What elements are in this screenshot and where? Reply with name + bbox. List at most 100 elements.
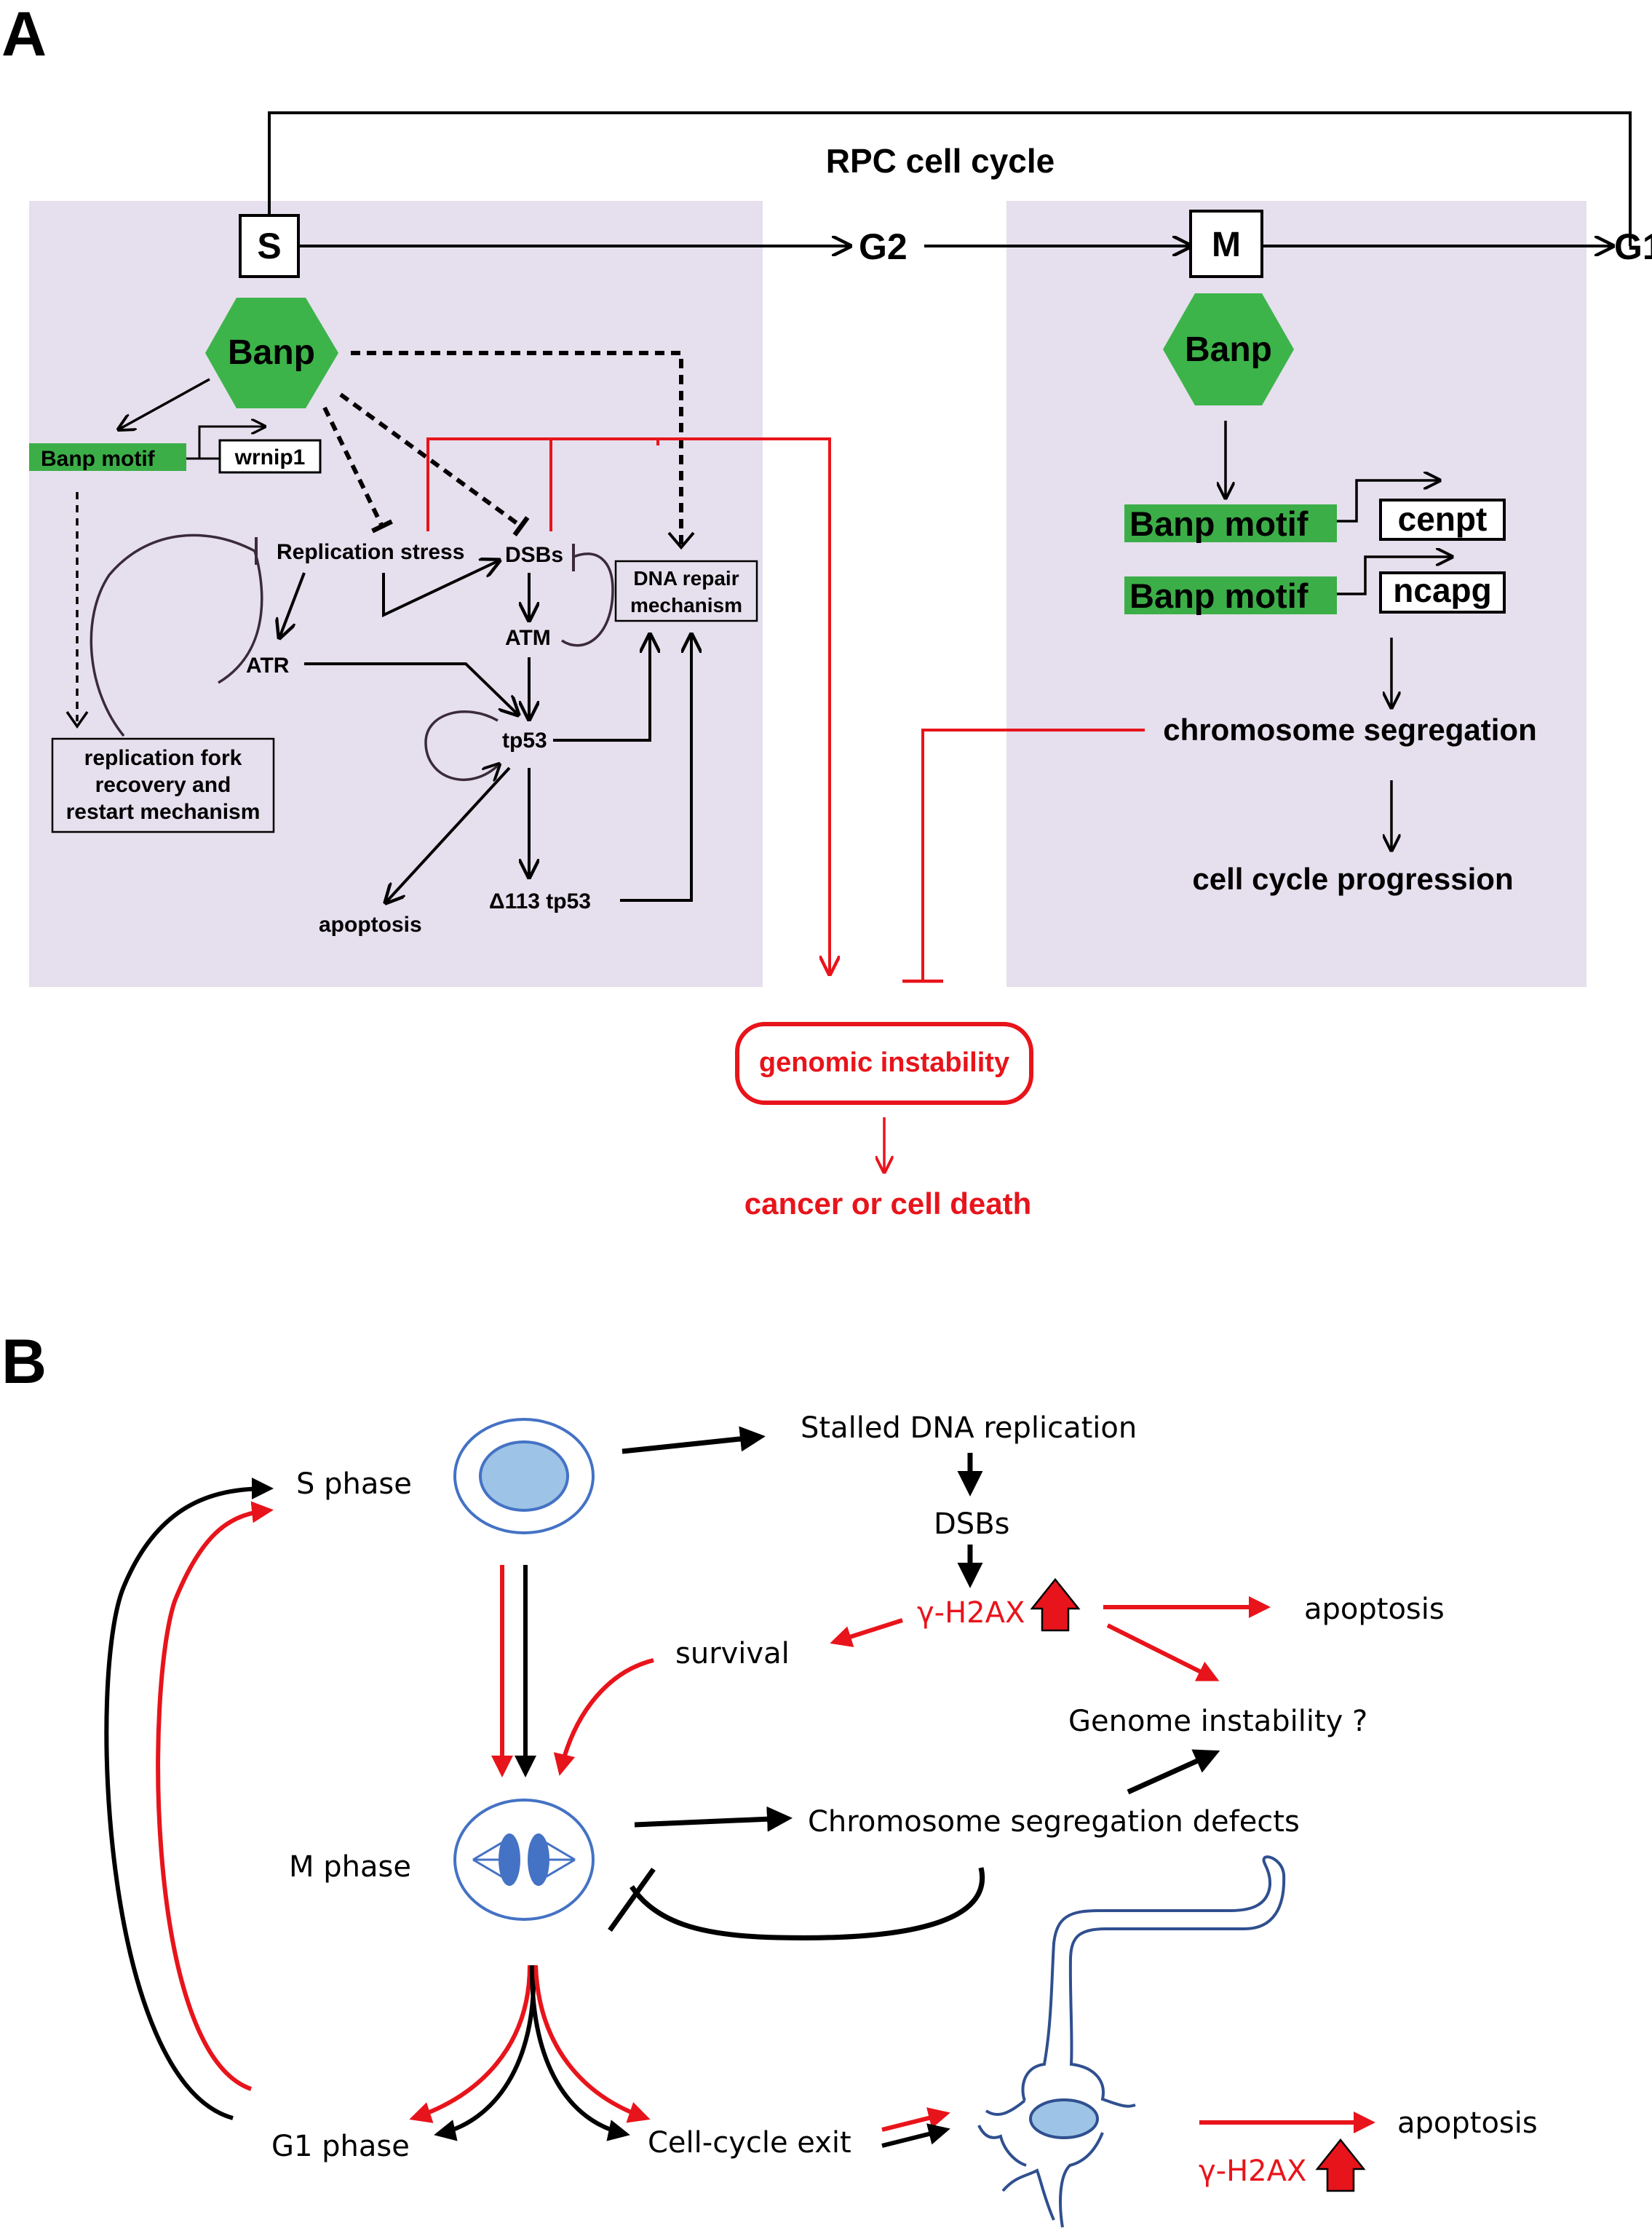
spindle-icon — [472, 1833, 576, 1886]
red-bracket-line — [426, 437, 830, 974]
segregation-inhibits-instability — [921, 729, 1145, 981]
cycle-loop-line — [268, 111, 1632, 246]
g1-to-s-black-arrow — [104, 1478, 274, 2120]
cell-cycle-exit-label: Cell-cycle exit — [648, 2126, 851, 2160]
survival-label: survival — [675, 1637, 790, 1670]
exit-to-neuron-black-arrow — [881, 2123, 950, 2148]
dna-repair-arrowhead — [667, 531, 695, 550]
tp53-label: tp53 — [502, 729, 547, 753]
banp-motif-left — [29, 443, 186, 471]
cenpt-promoter-arrow — [1337, 480, 1439, 523]
atr-label: ATR — [246, 654, 290, 678]
genome-instability-label: Genome instability ? — [1068, 1705, 1367, 1738]
gh2ax-to-instability-arrow — [1106, 1623, 1220, 1681]
m-to-g1-black-arrow — [434, 1965, 536, 2141]
banp-label-left: Banp — [228, 333, 315, 372]
g1-phase-label: G1 — [1614, 226, 1652, 267]
m-to-exit-red-arrow — [533, 1965, 651, 2123]
dna-repair-label-1: DNA repair — [633, 567, 739, 590]
s-phase-node — [239, 214, 300, 278]
m-phase-label: M — [1212, 226, 1241, 264]
wrnip1-gene-box — [218, 439, 322, 474]
g2-phase-label: G2 — [859, 226, 908, 267]
fork-recovery-label-3: restart mechanism — [66, 800, 261, 824]
gh2ax-to-survival-arrow — [830, 1618, 903, 1647]
dna-repair-label-2: mechanism — [630, 594, 742, 617]
s-to-stalled-arrow — [622, 1426, 766, 1454]
genomic-instability-box — [735, 1022, 1033, 1105]
panel-a-label: A — [1, 0, 47, 69]
dna-repair-box — [614, 560, 758, 622]
m-phase-cell — [453, 1799, 595, 1921]
fork-recovery-box — [51, 737, 275, 833]
banp-motif-right-1-label: Banp motif — [1129, 504, 1309, 543]
gamma-h2ax-up-arrow-icon — [1030, 1577, 1081, 1632]
wrnip1-promoter-arrow — [198, 427, 265, 459]
segregation-inhibits-m-curve — [630, 1867, 985, 1940]
cenpt-gene-box — [1379, 499, 1506, 541]
delta113-tp53-label: Δ113 tp53 — [489, 889, 591, 913]
fork-recovery-label-2: recovery and — [95, 773, 231, 797]
apoptosis-label-a: apoptosis — [319, 913, 422, 937]
cycle-title: RPC cell cycle — [826, 142, 1055, 180]
banp-hexagon-left — [205, 298, 338, 408]
stalled-replication-label: Stalled DNA replication — [801, 1411, 1137, 1445]
delta113-to-dna-repair-arrow — [620, 635, 691, 902]
tp53-self-loop — [424, 710, 499, 780]
genomic-instability-label: genomic instability — [759, 1047, 1009, 1078]
tp53-to-dna-repair-arrow — [553, 635, 650, 742]
fork-recovery-arrowhead — [65, 710, 89, 729]
m-to-g1-red-arrow — [409, 1965, 532, 2123]
ncapg-gene-box — [1379, 571, 1506, 614]
cell-cycle-progression-label: cell cycle progression — [1192, 862, 1513, 896]
banp-hexagon-right — [1163, 293, 1294, 405]
atr-to-tp53-arrow — [304, 662, 518, 715]
rs-to-dsbs-arrow — [382, 560, 499, 618]
banp-motif-right-1 — [1124, 504, 1337, 542]
apoptosis-bottom-label: apoptosis — [1397, 2106, 1538, 2140]
banp-inhibits-dsbs — [339, 392, 530, 537]
exit-to-neuron-red-arrow — [881, 2107, 950, 2132]
dsbs-label-b: DSBs — [934, 1507, 1009, 1541]
banp-motif-right-2-label: Banp motif — [1129, 576, 1309, 615]
dna-repair-inhibit-dsbs-loop — [561, 552, 614, 647]
atm-label: ATM — [505, 626, 551, 650]
neuron-icon — [977, 1855, 1286, 2228]
cenpt-gene-label: cenpt — [1398, 500, 1488, 538]
m-to-exit-black-arrow — [529, 1965, 630, 2141]
banp-to-motif-arrow — [119, 378, 210, 429]
m-to-segregation-arrow — [634, 1806, 793, 1832]
replication-stress-label: Replication stress — [277, 540, 464, 564]
ncapg-promoter-arrow — [1337, 557, 1452, 595]
fork-recovery-label-1: replication fork — [84, 746, 242, 770]
s-phase-nucleus-icon — [479, 1440, 569, 1512]
fork-recovery-inhibit-loop — [90, 534, 263, 737]
gamma-h2ax-bottom-up-arrow-icon — [1315, 2138, 1366, 2192]
s-phase-label: S — [257, 226, 281, 266]
segregation-to-instability-arrow — [1127, 1749, 1220, 1795]
g1-phase-label-b: G1 phase — [271, 2130, 410, 2163]
gamma-h2ax-label: γ-H2AX — [917, 1596, 1025, 1630]
cancer-or-death-label: cancer or cell death — [744, 1186, 1032, 1221]
segregation-inhibit-bar-b — [608, 1867, 656, 1932]
dsbs-label-a: DSBs — [505, 543, 563, 567]
segregation-defects-label: Chromosome segregation defects — [808, 1805, 1300, 1839]
survival-to-m-arrow — [553, 1658, 654, 1776]
tp53-to-apoptosis-arrow — [386, 766, 511, 903]
panel-b-label: B — [1, 1327, 47, 1397]
s-phase-label-b: S phase — [296, 1467, 412, 1501]
wrnip1-gene-label: wrnip1 — [234, 445, 306, 469]
banp-motif-right-2 — [1124, 576, 1337, 614]
banp-motif-left-label: Banp motif — [41, 447, 156, 471]
gamma-h2ax-bottom-label: γ-H2AX — [1199, 2154, 1306, 2188]
apoptosis-top-label: apoptosis — [1304, 1593, 1445, 1626]
chromosome-segregation-label: chromosome segregation — [1163, 713, 1536, 747]
banp-label-right: Banp — [1185, 330, 1272, 369]
m-phase-label-b: M phase — [289, 1850, 411, 1884]
rs-to-atr-arrow — [279, 572, 306, 638]
g1-to-s-red-arrow — [156, 1501, 274, 2091]
banp-inhibits-replication-stress — [322, 406, 393, 534]
m-phase-node — [1189, 210, 1263, 278]
ncapg-gene-label: ncapg — [1393, 571, 1491, 609]
